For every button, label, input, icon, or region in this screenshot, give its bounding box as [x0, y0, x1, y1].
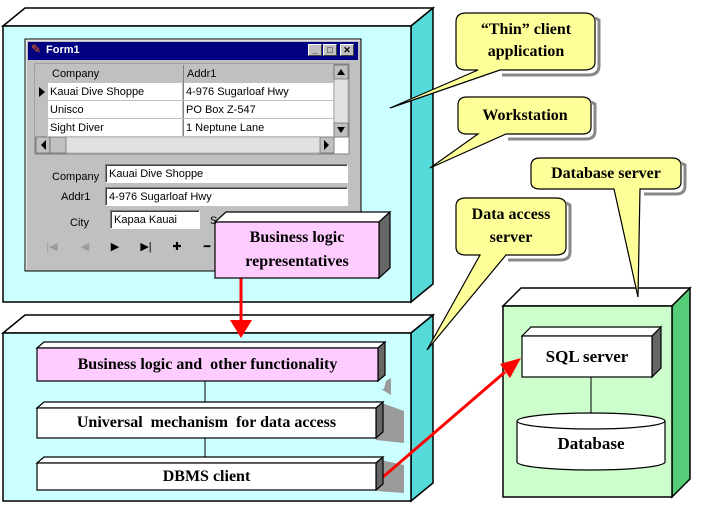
nav-first-button[interactable]: |◀ — [46, 241, 58, 253]
universal-mechanism-label: Universal mechanism for data access — [76, 414, 337, 431]
cell-company: Unisco — [47, 101, 183, 119]
cell-company: Kauai Dive Shoppe — [47, 83, 183, 101]
arrow-dbms-client-to-sql-server — [375, 358, 521, 485]
maximize-button[interactable]: □ — [323, 44, 337, 56]
table-row[interactable]: Sight Diver 1 Neptune Lane — [47, 119, 347, 137]
sql-server-label: SQL server — [545, 346, 629, 366]
dbms-client-box-shape — [35, 455, 385, 492]
table-row[interactable]: Kauai Dive Shoppe 4-976 Sugarloaf Hwy — [47, 83, 347, 101]
grid-header-company[interactable]: Company — [52, 68, 100, 80]
company-label: Company — [52, 171, 100, 183]
universal-mechanism-box-shape — [35, 400, 385, 440]
sql-server-box-shape — [520, 325, 663, 379]
table-row[interactable]: Unisco PO Box Z-547 — [47, 101, 347, 119]
callout-data-access-server: Data access server — [471, 206, 551, 246]
representatives-box-shape — [213, 210, 392, 280]
form-window: ✎ Form1 _ □ ✕ — [25, 39, 361, 271]
current-row-pointer — [39, 87, 45, 97]
minimize-button[interactable]: _ — [308, 44, 322, 56]
addr1-label: Addr1 — [61, 191, 91, 203]
company-field[interactable]: Kauai Dive Shoppe — [105, 164, 348, 183]
close-button[interactable]: ✕ — [340, 44, 354, 56]
business-logic-representatives-label: Business logic representatives — [245, 229, 349, 270]
callout-workstation: Workstation — [482, 106, 568, 124]
city-label: City — [70, 217, 89, 229]
cell-addr1: PO Box Z-547 — [183, 101, 334, 119]
nav-insert-button[interactable]: ✚ — [172, 241, 182, 253]
callout-database-server: Database server — [551, 164, 661, 182]
form-title: Form1 — [46, 44, 80, 56]
nav-last-button[interactable]: ▶| — [140, 241, 152, 253]
cell-company: Sight Diver — [47, 119, 183, 137]
callout-data-access-shape — [426, 197, 572, 351]
cell-addr1: 4-976 Sugarloaf Hwy — [183, 83, 334, 101]
nav-prior-button[interactable]: ◀ — [80, 241, 90, 253]
dbms-client-label: DBMS client — [162, 467, 251, 485]
grid-header-addr1[interactable]: Addr1 — [187, 68, 217, 80]
app-icon: ✎ — [31, 42, 42, 56]
callout-database-server-shape — [530, 157, 687, 298]
callout-thin-client: “Thin” client application — [480, 21, 572, 60]
form-title-bar — [28, 42, 358, 60]
nav-delete-button[interactable]: ━ — [203, 241, 211, 253]
database-cylinder-shape — [516, 412, 666, 471]
nav-next-button[interactable]: ▶ — [110, 241, 120, 253]
business-logic-box-shape — [35, 340, 387, 383]
state-label-partial: S — [210, 215, 218, 227]
database-label: Database — [557, 434, 625, 453]
city-field[interactable]: Kapaa Kauai — [110, 210, 200, 229]
business-logic-label: Business logic and other functionality — [77, 355, 338, 373]
callout-thin-client-shape — [389, 12, 601, 109]
arrow-representatives-to-business-logic — [230, 278, 252, 338]
callout-workstation-shape — [429, 96, 597, 169]
cell-addr1: 1 Neptune Lane — [183, 119, 334, 137]
addr1-field[interactable]: 4-976 Sugarloaf Hwy — [105, 187, 348, 206]
